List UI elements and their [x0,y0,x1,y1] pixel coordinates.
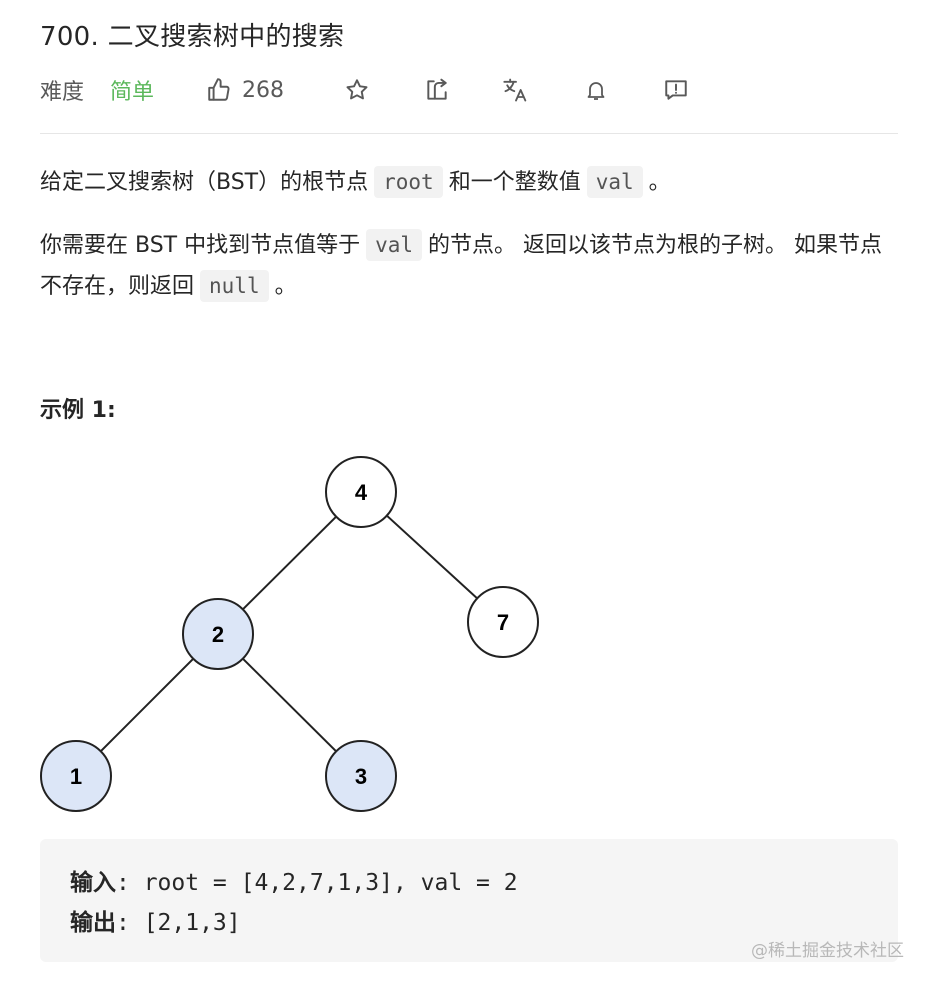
tree-node-4: 4 [325,456,397,528]
example-io-block: 输入: root = [4,2,7,1,3], val = 2 输出: [2,1… [40,839,898,962]
desc-text: 。 [648,170,671,195]
desc-text: 的节点。 返回以该节点为根的子树。 如果节点不存在，则返回 [40,233,883,299]
tree-node-1: 1 [40,740,112,812]
like-count: 268 [242,77,284,103]
tree-node-2: 2 [182,598,254,670]
difficulty-label: 难度 [40,80,85,105]
desc-text: 和一个整数值 [448,170,581,195]
thumbs-up-icon [208,78,230,101]
share-icon [427,78,447,100]
inline-code-root: root [374,166,443,198]
problem-title: 700. 二叉搜索树中的搜索 [40,22,345,52]
like-button[interactable]: 268 [206,70,284,110]
inline-code-val: val [586,166,643,198]
tree-node-3: 3 [325,740,397,812]
tree-node-7: 7 [467,586,539,658]
bell-icon [587,82,605,100]
share-button[interactable] [419,70,455,110]
inline-code-val: val [366,229,423,261]
example-title: 示例 1: [40,398,116,423]
translate-button[interactable] [498,70,534,110]
desc-text: 给定二叉搜索树（BST）的根节点 [40,170,369,195]
translate-icon [503,78,527,102]
tree-node-label: 4 [355,480,368,505]
output-label: 输出 [70,910,116,936]
feedback-icon [665,80,687,100]
tree-node-label: 3 [355,764,367,789]
bst-diagram: 4 2 7 1 3 [40,456,539,812]
input-value: : root = [4,2,7,1,3], val = 2 [116,870,518,896]
problem-meta-row: 难度 简单 268 [40,70,900,110]
watermark: @稀土掘金技术社区 [751,941,904,961]
example-input-line: 输入: root = [4,2,7,1,3], val = 2 [70,863,518,897]
favorite-button[interactable] [339,70,375,110]
feedback-button[interactable] [658,70,694,110]
notification-button[interactable] [578,70,614,110]
star-icon [346,79,368,100]
output-value: : [2,1,3] [116,910,241,936]
input-label: 输入 [70,870,116,896]
example-output-line: 输出: [2,1,3] [70,903,241,937]
desc-text: 你需要在 BST 中找到节点值等于 [40,233,361,258]
tree-node-label: 7 [497,610,509,635]
desc-text: 。 [274,274,297,299]
header-divider [40,133,898,134]
inline-code-null: null [200,270,269,302]
tree-node-label: 2 [212,622,224,647]
difficulty-value: 简单 [110,80,155,105]
tree-node-label: 1 [70,764,82,789]
